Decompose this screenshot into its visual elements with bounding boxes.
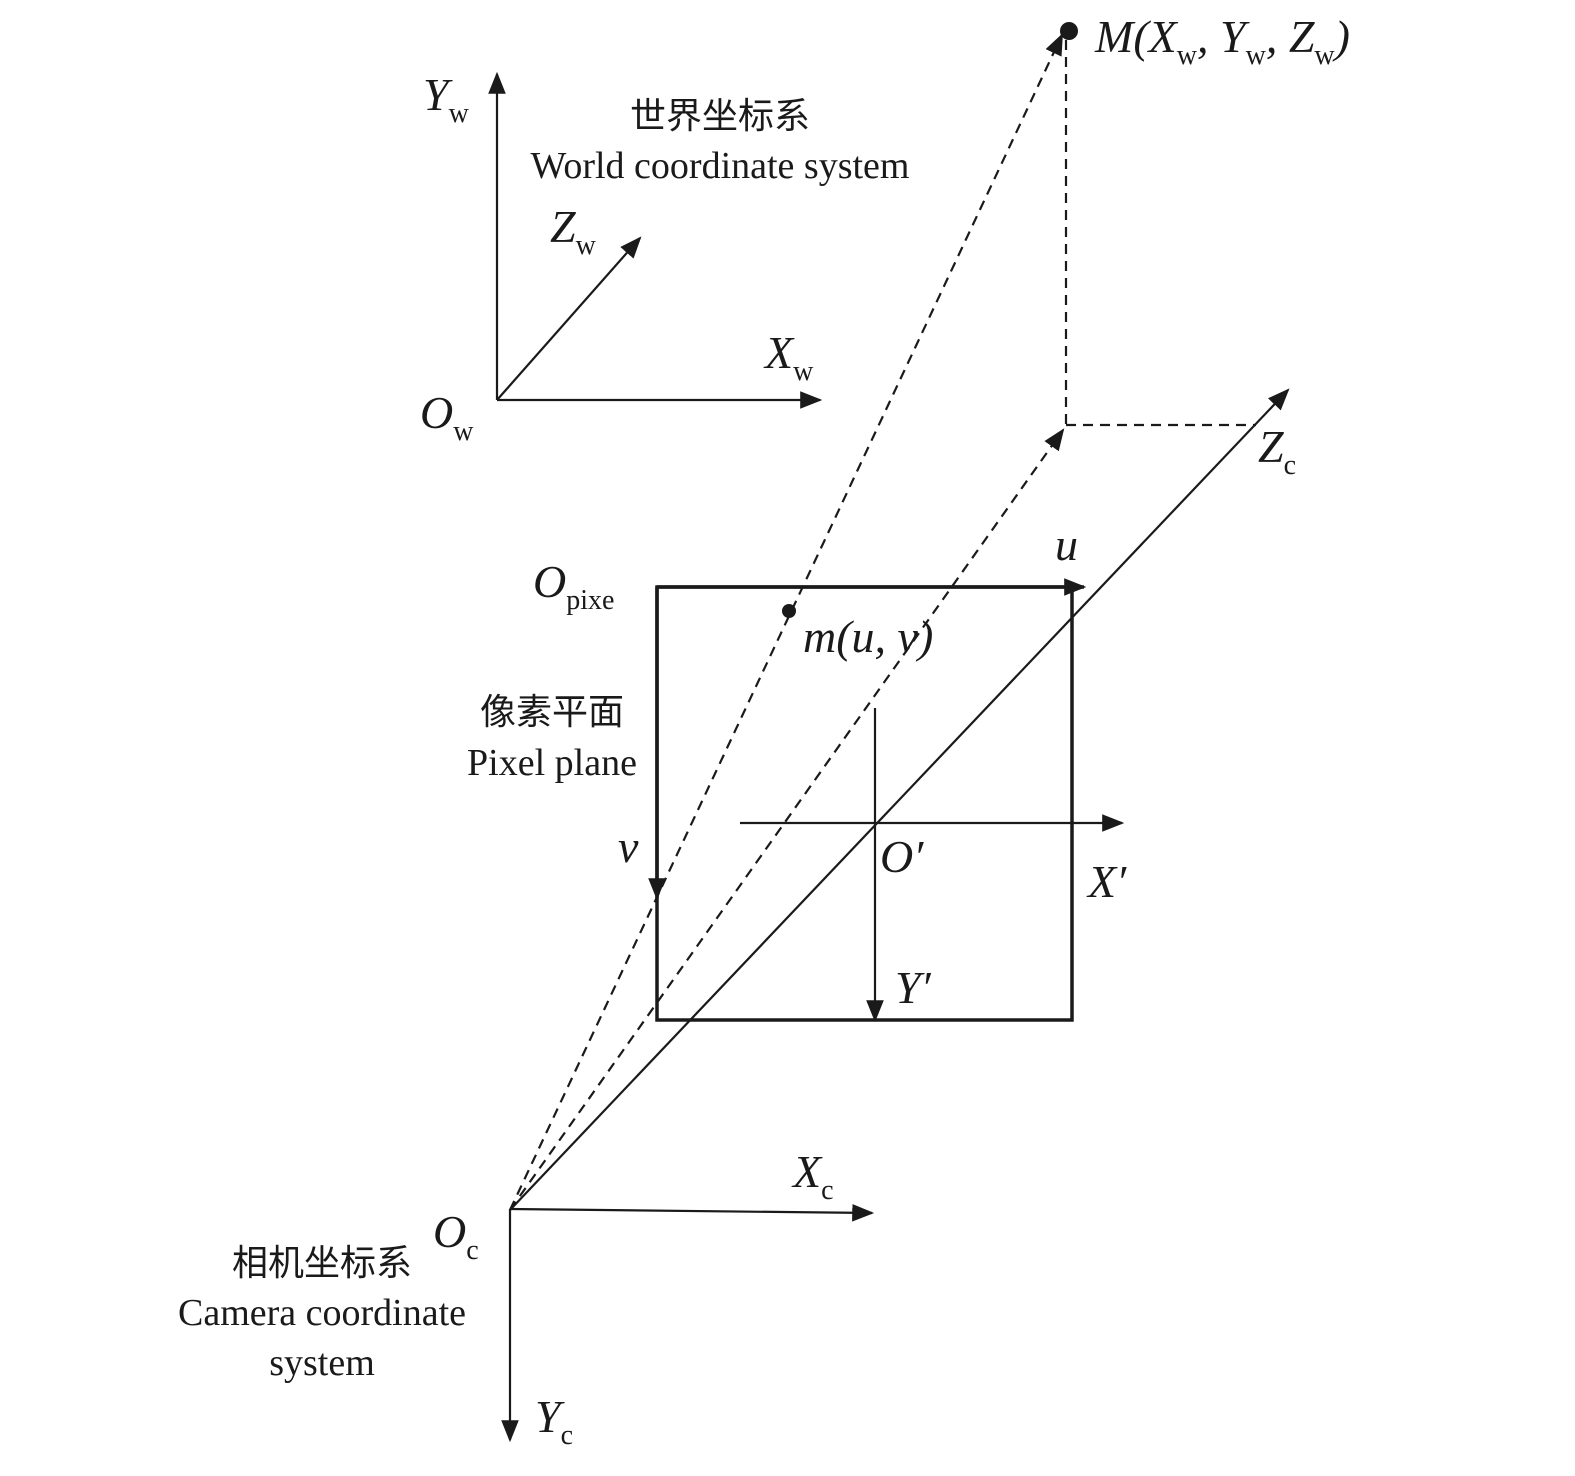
world-origin-label: Ow xyxy=(420,387,474,447)
pixel-plane-title-cn: 像素平面 xyxy=(480,692,624,733)
camera-z-label: Zc xyxy=(1258,421,1296,481)
camera-title-cn: 相机坐标系 xyxy=(232,1243,412,1284)
u-label: u xyxy=(1055,519,1078,570)
camera-x-label: Xc xyxy=(791,1146,834,1206)
world-title-en: World coordinate system xyxy=(531,145,910,187)
v-label: v xyxy=(618,821,639,872)
pixel-origin-label: Opixe xyxy=(533,556,614,616)
camera-title-en-line1: Camera coordinate xyxy=(178,1292,466,1334)
world-title-cn: 世界坐标系 xyxy=(630,96,810,137)
world-z-axis xyxy=(496,236,642,401)
point-M-label: M(Xw, Yw, Zw) xyxy=(1094,11,1350,71)
world-z-label: Zw xyxy=(550,201,597,261)
camera-x-axis xyxy=(509,1203,875,1222)
world-x-label: Xw xyxy=(763,327,814,387)
camera-z-axis xyxy=(509,388,1290,1211)
point-M xyxy=(1060,22,1078,40)
pixel-plane-title-en: Pixel plane xyxy=(467,742,637,784)
point-m-label: m(u, v) xyxy=(803,611,933,662)
world-y-label: Yw xyxy=(423,69,470,129)
image-x-label: X′ xyxy=(1086,856,1127,907)
image-origin-label: O′ xyxy=(880,831,924,882)
image-y-label: Y′ xyxy=(895,962,932,1013)
ray-to-M xyxy=(509,33,1063,1211)
point-m xyxy=(782,604,796,618)
camera-origin-label: Oc xyxy=(433,1206,479,1266)
camera-y-label: Yc xyxy=(535,1391,573,1451)
ray-to-projection xyxy=(509,428,1065,1211)
camera-title-en-line2: system xyxy=(269,1342,375,1384)
